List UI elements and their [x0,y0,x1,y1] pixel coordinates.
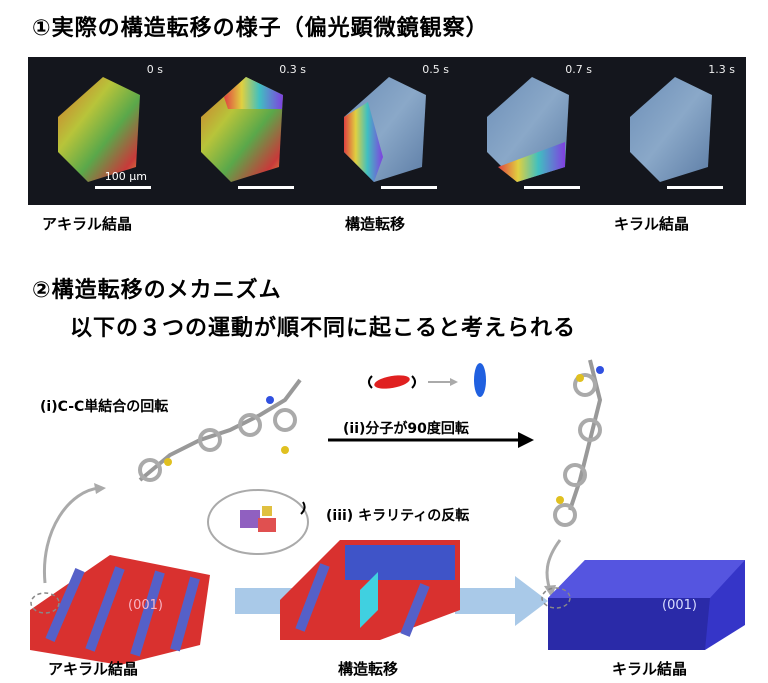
scale-label: 100 μm [104,170,147,183]
frame-panel-3: 0.5 s [314,57,457,205]
chirality-molecule-icon [240,506,276,532]
curved-arrow-left [42,486,101,584]
frame-0s [58,77,140,182]
section2-title: ②構造転移のメカニズム [32,278,282,303]
facet-label-left: (001) [128,598,163,613]
label-transition-2: 構造転移 [338,660,399,678]
label-chiral-1: キラル結晶 [614,215,690,233]
frame-panel-1: 0 s 100 μm [28,57,171,205]
transition-arrow-2 [455,588,515,614]
motion-label-i: (i)C-C単結合の回転 [40,399,169,415]
label-achiral-2: アキラル結晶 [48,660,139,678]
facet-label-right: (001) [662,598,697,613]
microscopy-image-strip: 0 s 100 μm 0.3 s 0.5 s 0.7 s 1.3 s [28,57,746,205]
rotating-molecule-icon [368,375,416,389]
frame-0.3s [201,77,283,182]
curved-arrow-right [545,539,562,591]
timestamp: 1.3 s [708,63,735,76]
scale-bar [667,186,723,189]
scale-bar [95,186,151,189]
motion-label-iii: (iii) キラリティの反転 [326,508,470,524]
label-achiral-1: アキラル結晶 [42,215,133,233]
timestamp: 0.7 s [565,63,592,76]
timestamp: 0 s [146,63,163,76]
section2-subtitle: 以下の３つの運動が順不同に起こると考えられる [70,316,577,341]
transition-arrow-head [515,576,548,626]
achiral-molecule-model [138,378,302,482]
scale-bar [381,186,437,189]
timestamp: 0.3 s [279,63,306,76]
small-arrow-head [450,378,458,386]
frame-panel-5: 1.3 s [600,57,743,205]
inversion-arrow-icon [300,501,306,515]
motion-label-ii: (ii)分子が90度回転 [343,421,469,437]
label-transition-1: 構造転移 [345,215,406,233]
scale-bar [238,186,294,189]
frame-0.7s [487,77,569,182]
frame-1.3s [630,77,712,182]
label-chiral-2: キラル結晶 [612,660,688,678]
frame-0.5s [344,77,426,182]
achiral-crystal-lattice [30,555,210,665]
frame-panel-2: 0.3 s [171,57,314,205]
rotation-arrow-head [518,432,534,448]
frame-panel-4: 0.7 s [457,57,600,205]
chiral-molecule-model [553,359,604,527]
mechanism-diagram [30,359,745,665]
curved-arrow-left-head [94,483,106,494]
chiral-crystal-lattice [541,560,745,650]
rotated-molecule-blue-icon [474,363,486,397]
microscopy-frames [58,77,712,182]
scale-bar [524,186,580,189]
transition-crystal-lattice [280,540,460,640]
section1-title: ①実際の構造転移の様子（偏光顕微鏡観察） [32,16,489,41]
timestamp: 0.5 s [422,63,449,76]
chirality-inversion-ellipse [207,489,309,555]
